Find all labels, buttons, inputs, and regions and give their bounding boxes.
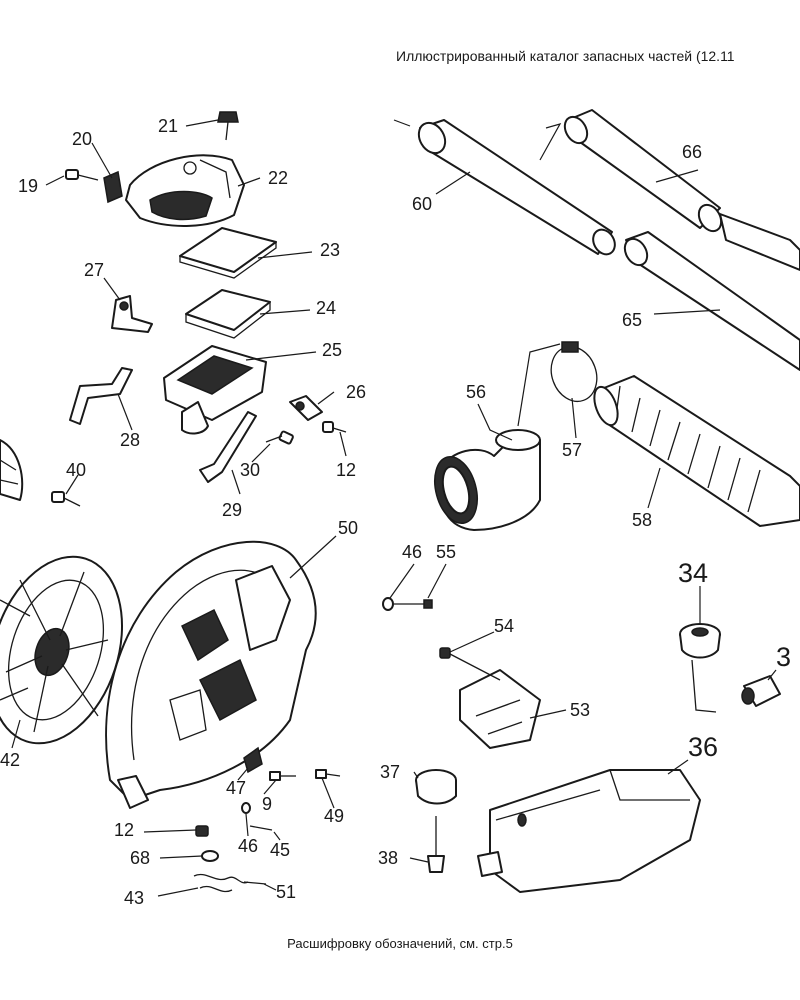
callout-20: 20 bbox=[72, 129, 92, 149]
callout-28: 28 bbox=[120, 430, 140, 450]
callout-3x: 3 bbox=[776, 642, 791, 672]
callout-50: 50 bbox=[338, 518, 358, 538]
filter-cover-22 bbox=[125, 154, 245, 227]
screw-46-55 bbox=[382, 597, 433, 611]
callout-46-top: 46 bbox=[402, 542, 422, 562]
callout-27: 27 bbox=[84, 260, 104, 280]
hardware-12-68-43-51 bbox=[193, 802, 273, 893]
callout-51: 51 bbox=[276, 882, 296, 902]
fuel-tank-36 bbox=[477, 769, 701, 893]
callout-34: 34 bbox=[678, 558, 708, 588]
screw-40 bbox=[51, 491, 81, 507]
callout-57: 57 bbox=[562, 440, 582, 460]
filter-base-25 bbox=[163, 345, 267, 435]
tube-66 bbox=[563, 109, 800, 271]
tube-60 bbox=[417, 119, 616, 256]
callout-30: 30 bbox=[240, 460, 260, 480]
tube-65 bbox=[623, 231, 800, 371]
clip-20 bbox=[103, 170, 123, 204]
fuel-cap-37 bbox=[415, 769, 457, 805]
hardware-47-9-49 bbox=[243, 746, 341, 781]
callout-49: 49 bbox=[324, 806, 344, 826]
bracket-27 bbox=[111, 295, 153, 333]
flex-hose-58 bbox=[593, 375, 800, 527]
callout-29: 29 bbox=[222, 500, 242, 520]
guard-edge bbox=[0, 439, 24, 501]
fan-housing-50 bbox=[105, 540, 317, 809]
callout-12-bottom: 12 bbox=[114, 820, 134, 840]
catalog-footer-note: Расшифровку обозначений, см. стр.5 bbox=[287, 936, 513, 951]
callout-26: 26 bbox=[346, 382, 366, 402]
knob-screw-21 bbox=[217, 111, 239, 141]
callout-65: 65 bbox=[622, 310, 642, 330]
callout-42: 42 bbox=[0, 750, 20, 770]
bracket-28 bbox=[69, 367, 133, 425]
bolt-19 bbox=[65, 169, 99, 181]
callout-12-top: 12 bbox=[336, 460, 356, 480]
callout-40: 40 bbox=[66, 460, 86, 480]
callout-46-bottom: 46 bbox=[238, 836, 258, 856]
callout-9: 9 bbox=[262, 794, 272, 814]
callout-58: 58 bbox=[632, 510, 652, 530]
callout-54: 54 bbox=[494, 616, 514, 636]
callout-47: 47 bbox=[226, 778, 246, 798]
filter-element-24 bbox=[185, 289, 271, 339]
bracket-53 bbox=[459, 669, 541, 749]
callout-22: 22 bbox=[268, 168, 288, 188]
callout-23: 23 bbox=[320, 240, 340, 260]
screw-12-top bbox=[322, 421, 347, 433]
callout-55: 55 bbox=[436, 542, 456, 562]
callout-25: 25 bbox=[322, 340, 342, 360]
callout-43: 43 bbox=[124, 888, 144, 908]
callout-19: 19 bbox=[18, 176, 38, 196]
callout-38: 38 bbox=[378, 848, 398, 868]
bracket-29 bbox=[199, 411, 257, 483]
fuel-filter-38 bbox=[427, 816, 445, 873]
bracket-26 bbox=[289, 395, 323, 421]
callout-24: 24 bbox=[316, 298, 336, 318]
callout-37: 37 bbox=[380, 762, 400, 782]
callout-21: 21 bbox=[158, 116, 178, 136]
screw-30 bbox=[265, 430, 294, 445]
elbow-56 bbox=[434, 429, 541, 531]
catalog-header: Иллюстрированный каталог запасных частей… bbox=[396, 48, 735, 64]
callout-56: 56 bbox=[466, 382, 486, 402]
leader-lines bbox=[11, 119, 777, 897]
fan-impeller-42 bbox=[0, 555, 124, 745]
screw-54 bbox=[439, 647, 501, 681]
callout-68: 68 bbox=[130, 848, 150, 868]
part-35 bbox=[741, 675, 781, 707]
primer-34 bbox=[679, 623, 721, 713]
callout-36: 36 bbox=[688, 732, 718, 762]
callout-66: 66 bbox=[682, 142, 702, 162]
clamp-57 bbox=[550, 341, 598, 403]
filter-element-23 bbox=[179, 227, 277, 279]
callout-45: 45 bbox=[270, 840, 290, 860]
callout-60: 60 bbox=[412, 194, 432, 214]
callout-53: 53 bbox=[570, 700, 590, 720]
